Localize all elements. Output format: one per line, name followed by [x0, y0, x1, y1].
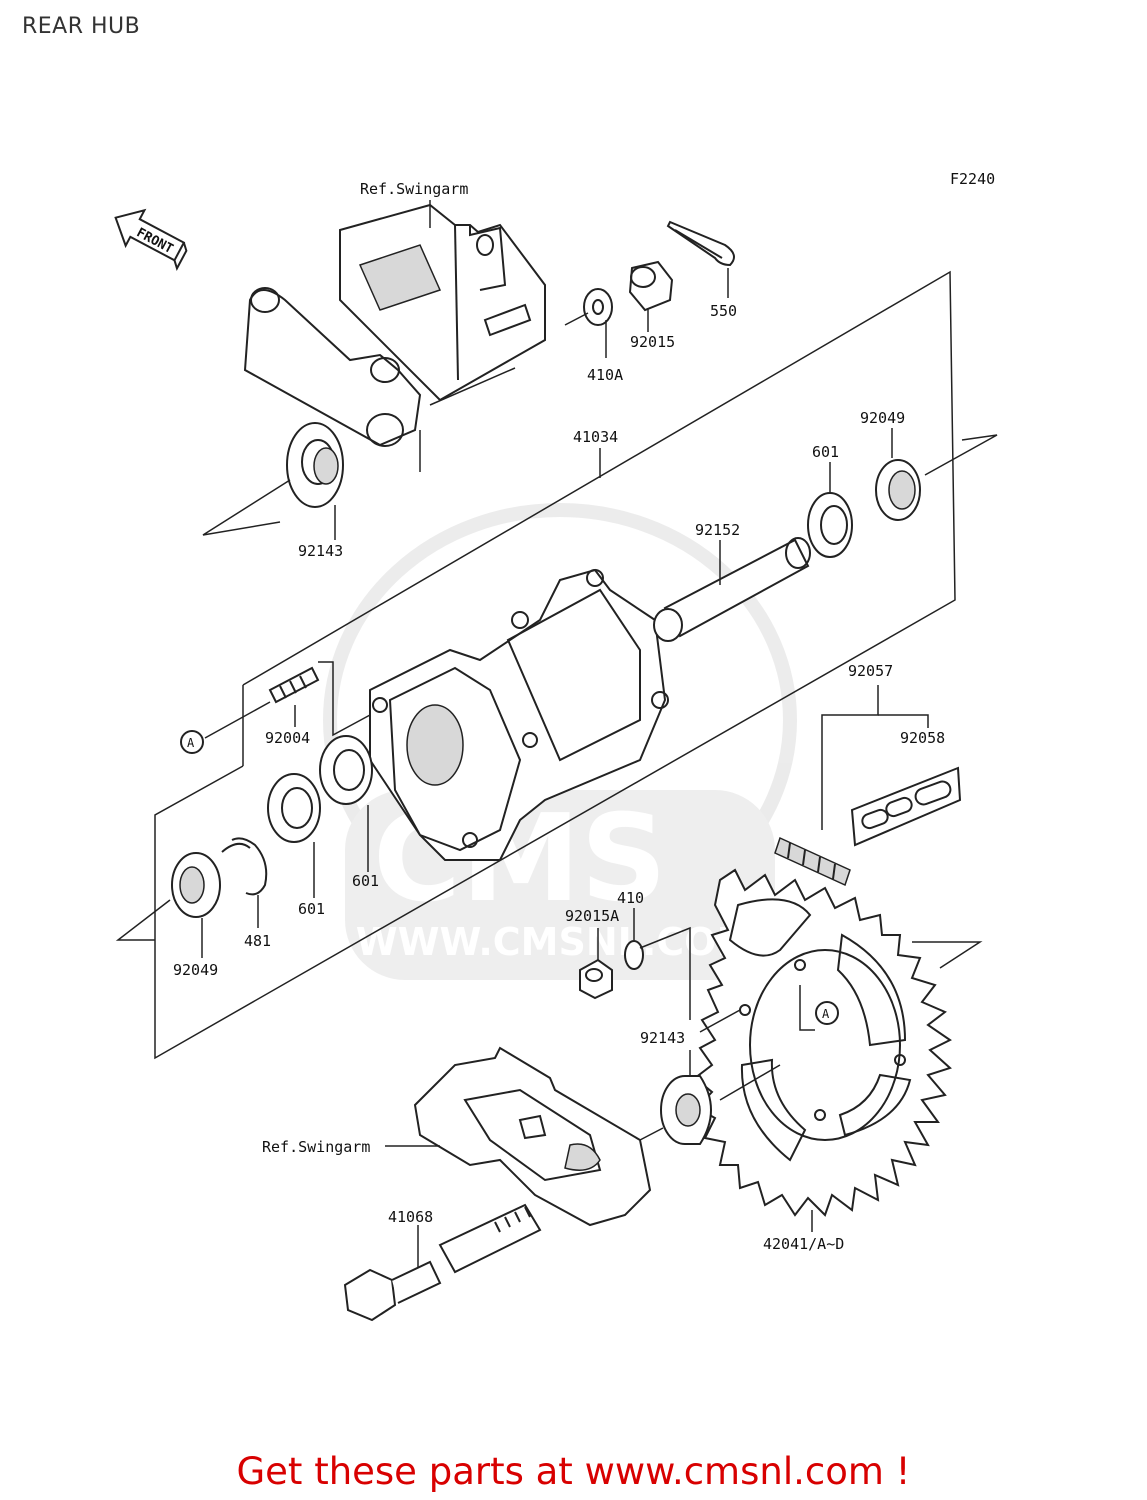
callout-601-right: 601	[812, 443, 839, 461]
seal-92049-left	[171, 852, 221, 918]
hub-assembly-frame	[154, 270, 956, 1060]
nut-92015	[628, 260, 674, 312]
drive-chain-92057	[774, 836, 851, 887]
callout-92049-right: 92049	[860, 409, 905, 427]
rear-hub	[369, 568, 669, 861]
figure-code: F2240	[950, 170, 995, 188]
cotter-pin-550	[666, 220, 735, 267]
washer-410a	[583, 288, 613, 326]
callout-481: 481	[244, 932, 271, 950]
footer-link[interactable]: Get these parts at www.cmsnl.com !	[236, 1450, 911, 1493]
callout-92152: 92152	[695, 521, 740, 539]
callout-92143-bottom: 92143	[640, 1029, 685, 1047]
page-title: REAR HUB	[22, 14, 141, 39]
callout-550: 550	[710, 302, 737, 320]
collar-92143-bottom	[660, 1075, 712, 1145]
ref-swingarm-bottom: Ref.Swingarm	[262, 1138, 370, 1156]
callout-92049-left: 92049	[173, 961, 218, 979]
callout-92015: 92015	[630, 333, 675, 351]
callout-92058: 92058	[900, 729, 945, 747]
callout-92143-top: 92143	[298, 542, 343, 560]
ref-swingarm-top: Ref.Swingarm	[360, 180, 468, 198]
spacer-tube-92152	[653, 537, 811, 642]
callout-92015a: 92015A	[565, 907, 619, 925]
master-link-92058	[850, 766, 962, 847]
ref-a-right-marker	[815, 1001, 839, 1025]
collar-92143-top	[286, 422, 344, 508]
bearing-601-left	[267, 773, 321, 843]
callout-42041: 42041/A~D	[763, 1235, 844, 1253]
callout-92057: 92057	[848, 662, 893, 680]
nut-92015a	[579, 958, 613, 1000]
washer-410	[624, 940, 644, 970]
watermark-url: WWW.CMSNL.COM	[356, 920, 755, 964]
seal-92049-right	[875, 459, 921, 521]
callout-41034: 41034	[573, 428, 618, 446]
callout-410a: 410A	[587, 366, 623, 384]
callout-410: 410	[617, 889, 644, 907]
bearing-601-right	[807, 492, 853, 558]
callout-601-left: 601	[298, 900, 325, 918]
callout-92004: 92004	[265, 729, 310, 747]
ref-a-right: A	[822, 1007, 830, 1021]
sprocket-42041	[693, 868, 952, 1217]
swingarm-bottom	[413, 1046, 652, 1227]
bearing-601-mid	[319, 735, 373, 805]
front-arrow-icon: FRONT	[114, 208, 188, 272]
axle-41068	[343, 1203, 542, 1322]
callout-41068: 41068	[388, 1208, 433, 1226]
stud-92004	[268, 666, 320, 704]
swingarm-top	[243, 203, 546, 447]
ref-a-left: A	[187, 736, 195, 750]
callout-601-mid: 601	[352, 872, 379, 890]
ref-a-left-marker	[180, 730, 204, 754]
circlip-481	[221, 837, 268, 896]
